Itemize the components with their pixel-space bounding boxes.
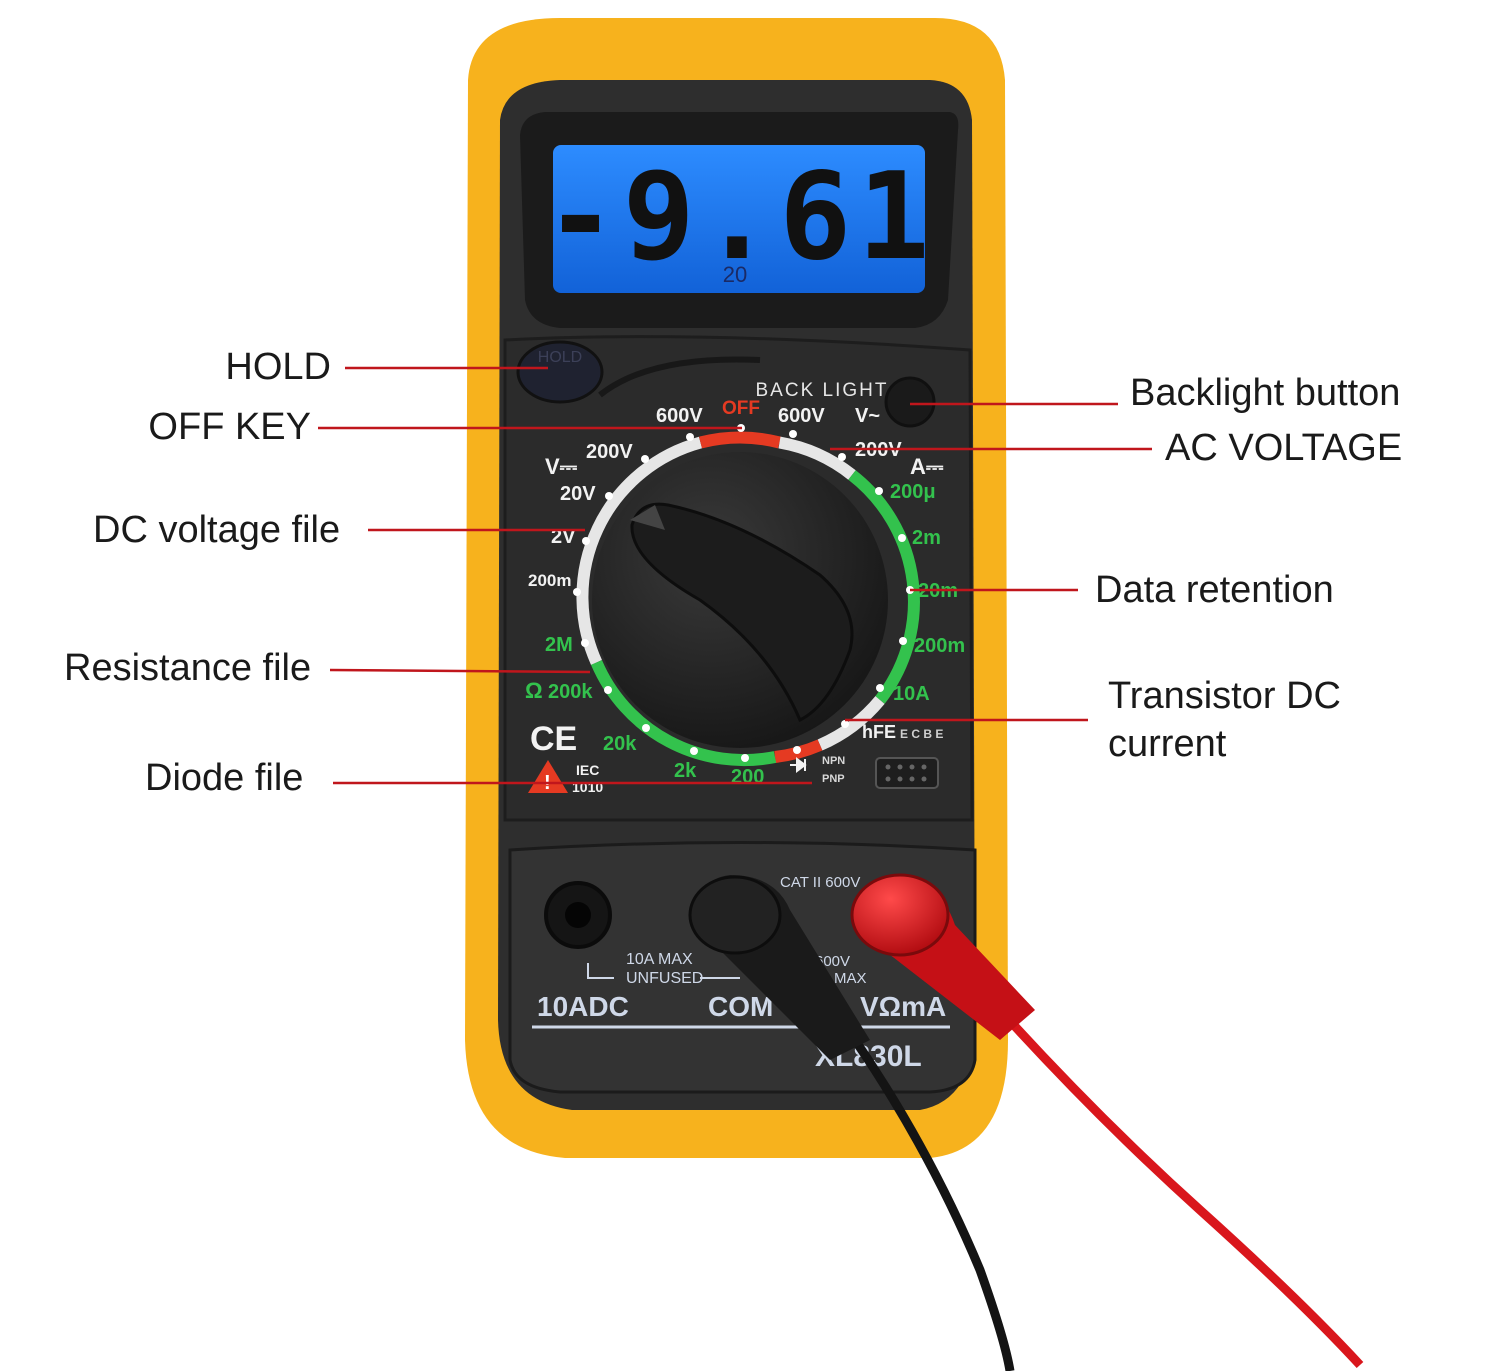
label-10adc: 10ADC	[537, 991, 629, 1022]
off-label: OFF	[722, 398, 760, 419]
dcv-symbol: V⎓	[545, 454, 578, 479]
black-probe-plug[interactable]	[688, 875, 782, 955]
socket-hole	[885, 776, 891, 782]
socket-hole	[921, 776, 927, 782]
contact-dot	[899, 637, 907, 645]
dcv-200m-label: 200m	[528, 571, 571, 590]
dcv-600v-label: 600V	[656, 405, 703, 427]
leader-resistance	[329, 668, 591, 674]
contact-dot	[573, 588, 581, 596]
contact-dot	[838, 453, 846, 461]
acv-symbol: V~	[855, 405, 880, 427]
contact-dot	[641, 455, 649, 463]
backlight-button-label: BACK LIGHT	[756, 380, 889, 401]
backlight-button[interactable]	[884, 376, 936, 428]
lcd-reading: -9.61	[544, 148, 935, 287]
iec-number: 1010	[572, 779, 603, 795]
ohm-symbol: Ω	[525, 678, 543, 703]
callout-hold: HOLD	[225, 346, 331, 388]
hold-button-label: HOLD	[538, 349, 582, 366]
iec-label: IEC	[576, 762, 599, 778]
label-com: COM	[708, 991, 773, 1022]
npn-label: NPN	[822, 755, 845, 767]
callout-backlight-button: Backlight button	[1130, 372, 1401, 414]
vmax-line2: MAX	[834, 970, 867, 987]
hfe-label: hFE	[862, 722, 896, 742]
contact-dot	[686, 433, 694, 441]
pnp-label: PNP	[822, 773, 845, 785]
label-vohm: VΩmA	[860, 991, 946, 1022]
socket-hole	[909, 764, 915, 770]
contact-dot	[898, 534, 906, 542]
callout-lines	[318, 366, 1152, 785]
socket-hole	[897, 776, 903, 782]
lcd-range-indicator: 20	[723, 262, 747, 287]
ohm-20k-label: 20k	[603, 733, 637, 755]
socket-hole	[897, 764, 903, 770]
contact-dot	[793, 746, 801, 754]
contact-dot	[581, 639, 589, 647]
dcv-200v-label: 200V	[586, 441, 633, 463]
dial-contact-dots	[573, 424, 914, 762]
hold-button[interactable]	[516, 340, 604, 404]
hfe-socket[interactable]	[875, 757, 939, 789]
red-probe-wire	[996, 1006, 1364, 1369]
ring-segment-off	[699, 431, 781, 449]
contact-dot	[690, 747, 698, 755]
ring-segment-hfe	[817, 696, 885, 751]
ohm-200k-label: 200k	[548, 681, 593, 703]
lcd-screen	[553, 145, 925, 293]
contact-dot	[642, 724, 650, 732]
hold-button-groove	[598, 356, 761, 398]
contact-dot	[605, 492, 613, 500]
ohm-200-label: 200	[731, 766, 764, 788]
contact-dot	[741, 754, 749, 762]
acv-600v-label: 600V	[778, 405, 825, 427]
callout-transistor-line1: Transistor DC	[1108, 675, 1341, 717]
dcv-2v-label: 2V	[551, 526, 576, 548]
contact-dot	[789, 430, 797, 438]
red-probe-plug[interactable]	[850, 873, 950, 957]
dca-200m-label: 200m	[914, 635, 965, 657]
callout-resistance-file: Resistance file	[64, 647, 312, 689]
ring-segment-acv	[778, 436, 856, 480]
callout-dc-voltage-file: DC voltage file	[93, 509, 341, 551]
fuse-note-line1: 10A MAX	[626, 951, 693, 968]
fuse-note-line2: UNFUSED	[626, 970, 703, 987]
ohm-2k-label: 2k	[674, 760, 697, 782]
cat-rating: CAT II 600V	[780, 874, 860, 891]
socket-hole	[909, 776, 915, 782]
dca-symbol: A⎓	[910, 454, 944, 479]
socket-hole	[921, 764, 927, 770]
callout-diode-file: Diode file	[145, 757, 304, 799]
selector-knob-pointer	[630, 502, 854, 723]
dca-2m-label: 2m	[912, 527, 941, 549]
contact-dot	[875, 487, 883, 495]
black-probe-wire	[851, 1037, 1015, 1371]
ce-mark: CE	[530, 720, 577, 758]
hfe-pins-label: E C B E	[900, 727, 943, 741]
callout-transistor-line2: current	[1108, 723, 1227, 765]
socket-hole	[885, 764, 891, 770]
ring-segment-dca	[848, 470, 920, 704]
selector-knob-arrow	[630, 505, 665, 530]
contact-dot	[876, 684, 884, 692]
fuse-bracket	[587, 963, 740, 979]
ohm-2m-label: 2M	[545, 634, 573, 656]
contact-dot	[841, 720, 849, 728]
jack-10adc-hole	[565, 902, 591, 928]
callout-off-key: OFF KEY	[148, 406, 311, 448]
warning-triangle-icon	[528, 760, 568, 793]
contact-dot	[582, 537, 590, 545]
diode-icon	[790, 757, 807, 773]
contact-dot	[604, 686, 612, 694]
callout-data-retention: Data retention	[1095, 569, 1334, 611]
dca-10a-label: 10A	[893, 683, 930, 705]
callout-ac-voltage: AC VOLTAGE	[1165, 427, 1403, 469]
hfe-socket-holes	[885, 764, 927, 782]
dcv-20v-label: 20V	[560, 483, 596, 505]
ring-segment-dcv	[576, 436, 703, 665]
dca-200u-label: 200μ	[890, 481, 936, 503]
